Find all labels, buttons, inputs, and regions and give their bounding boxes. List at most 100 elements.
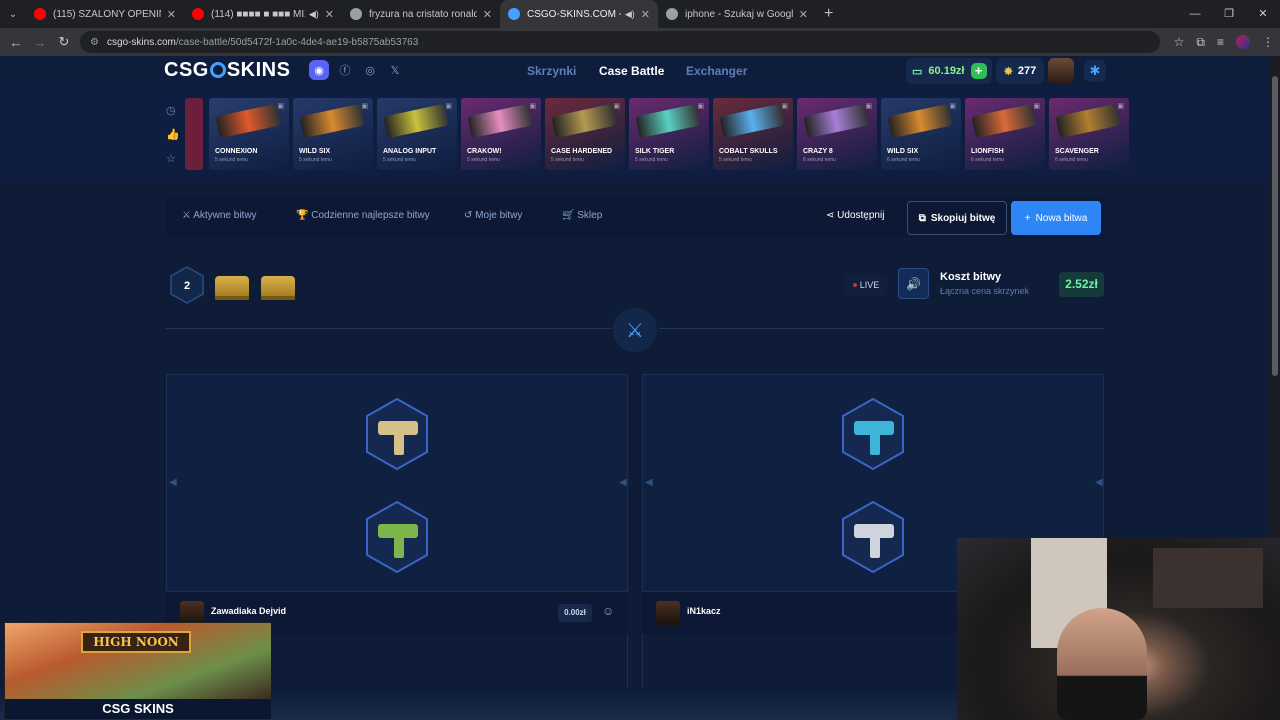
scrollbar-thumb[interactable]: [1272, 76, 1278, 376]
clock-icon[interactable]: ◷: [166, 105, 176, 117]
drop-skin-name: WILD SIX: [887, 148, 919, 155]
reload-icon[interactable]: ↻: [58, 34, 70, 49]
thumbs-up-icon[interactable]: 👍: [166, 129, 180, 141]
right-arrow-icon[interactable]: ◀: [1095, 477, 1103, 488]
player-avatar[interactable]: [656, 601, 680, 625]
url-field[interactable]: ⚙ csgo-skins.com/case-battle/50d5472f-1a…: [80, 31, 1160, 53]
star-icon[interactable]: ☆: [166, 153, 176, 165]
user-avatar[interactable]: [1048, 58, 1074, 84]
drop-time: 5 sekund temu: [467, 157, 500, 163]
browser-tab[interactable]: (115) SZALONY OPENING - You✕: [26, 0, 184, 28]
forward-icon[interactable]: →: [33, 34, 47, 50]
logo-right: SKINS: [226, 59, 291, 81]
site-info-icon[interactable]: ⚙: [90, 36, 99, 48]
items-panel: ◀◀: [166, 374, 628, 592]
shop-button[interactable]: 🛒 Sklep: [562, 210, 603, 221]
restore-icon[interactable]: ❐: [1224, 8, 1234, 20]
battle-cost-subtitle: Łączna cena skrzynek: [940, 286, 1030, 296]
new-battle-button[interactable]: +Nowa bitwa: [1011, 201, 1101, 235]
drop-skin-image: [803, 103, 869, 139]
coin-star-icon: ✸: [1003, 65, 1013, 78]
wallet-balance[interactable]: ▭ 60.19zł +: [906, 58, 992, 84]
logo-ring-icon: [209, 62, 226, 78]
browser-tab[interactable]: iphone - Szukaj w Google✕: [658, 0, 816, 28]
tab-audio-icon[interactable]: ◀): [624, 8, 635, 19]
url-path: /case-battle/50d5472f-1a0c-4de4-ae19-b58…: [175, 36, 419, 48]
drop-time: 5 sekund temu: [719, 157, 752, 163]
settings-gear-icon[interactable]: ✱: [1084, 60, 1106, 82]
drop-time: 5 sekund temu: [383, 157, 416, 163]
case-chest-icon[interactable]: [215, 276, 249, 300]
back-icon[interactable]: ←: [9, 34, 23, 50]
deposit-plus-icon[interactable]: +: [970, 63, 987, 79]
drop-case-icon: ▣: [277, 103, 284, 110]
discord-icon[interactable]: ◉: [309, 60, 329, 80]
browser-tab[interactable]: CSGO-SKINS.COM - Najlep◀)✕: [500, 0, 658, 28]
browser-menu-icon[interactable]: ⋮: [1262, 35, 1274, 49]
minimize-icon[interactable]: —: [1189, 8, 1201, 20]
nav-exchanger[interactable]: Exchanger: [686, 64, 748, 78]
left-arrow-icon[interactable]: ◀: [645, 477, 653, 488]
facebook-icon[interactable]: ⓕ: [339, 65, 351, 77]
item-skin-image: [854, 421, 894, 435]
window-controls: — ❐ ✕: [1178, 0, 1280, 28]
instagram-icon[interactable]: ◎: [365, 64, 375, 77]
copy-battle-button[interactable]: ⧉Skopiuj bitwę: [907, 201, 1007, 235]
streamer-figure: [1057, 608, 1147, 720]
drop-skin-name: WILD SIX: [299, 148, 331, 155]
won-item-hex[interactable]: [840, 397, 906, 471]
stream-ad-overlay: HIGH NOON CSG SKINS: [4, 622, 271, 719]
won-item-hex[interactable]: [364, 397, 430, 471]
won-item-hex[interactable]: [840, 500, 906, 574]
nav-case-battle[interactable]: Case Battle: [599, 64, 665, 78]
active-battles-button[interactable]: ⚔ Aktywne bitwy: [182, 210, 257, 221]
tab-close-icon[interactable]: ✕: [166, 8, 176, 21]
close-window-icon[interactable]: ✕: [1258, 8, 1268, 20]
left-arrow-icon[interactable]: ◀: [169, 477, 177, 488]
media-control-icon[interactable]: ≡: [1216, 35, 1224, 49]
browser-tab[interactable]: (114) ■■■■ ■ ■■■ MIX◀)✕: [184, 0, 342, 28]
battle-cost-title: Koszt bitwy: [940, 271, 1002, 283]
browser-tab[interactable]: fryzura na cristato ronaldo - S✕: [342, 0, 500, 28]
player-name: Zawadiaka Dejvid: [211, 606, 287, 616]
tab-close-icon[interactable]: ✕: [798, 8, 808, 21]
bookmark-star-icon[interactable]: ☆: [1173, 35, 1185, 49]
tab-close-icon[interactable]: ✕: [482, 8, 492, 21]
profile-avatar[interactable]: [1236, 35, 1250, 49]
drop-card[interactable]: ▣CRAKOW!5 sekund temu: [461, 98, 541, 170]
new-tab-button[interactable]: +: [824, 5, 834, 22]
my-battles-button[interactable]: ↺ Moje bitwy: [464, 210, 523, 221]
tab-search-icon[interactable]: ⌄: [8, 8, 18, 20]
extensions-icon[interactable]: ⧉: [1196, 34, 1205, 49]
case-chest-icon[interactable]: [261, 276, 295, 300]
sound-toggle-icon[interactable]: 🔊: [898, 268, 929, 299]
emoji-icon[interactable]: ☺: [602, 604, 615, 618]
round-counter-hex: 2: [170, 266, 204, 304]
tab-audio-icon[interactable]: ◀): [308, 8, 319, 19]
tab-close-icon[interactable]: ✕: [640, 8, 650, 21]
drop-case-icon: ▣: [1117, 103, 1124, 110]
right-arrow-icon[interactable]: ◀: [619, 477, 627, 488]
nav-skrzynki[interactable]: Skrzynki: [527, 64, 577, 78]
share-button[interactable]: ⋖ Udostępnij: [826, 210, 885, 221]
shop-label: Sklep: [577, 210, 603, 221]
player-avatar[interactable]: [180, 601, 204, 625]
daily-best-button[interactable]: 🏆 Codzienne najlepsze bitwy: [296, 210, 430, 221]
coins-counter[interactable]: ✸ 277: [996, 58, 1044, 84]
won-item-hex[interactable]: [364, 500, 430, 574]
x-twitter-icon[interactable]: 𝕏: [390, 64, 400, 77]
tab-close-icon[interactable]: ✕: [324, 8, 334, 21]
page-scrollbar[interactable]: [1270, 56, 1280, 720]
drop-skin-name: ANALOG INPUT: [383, 148, 437, 155]
